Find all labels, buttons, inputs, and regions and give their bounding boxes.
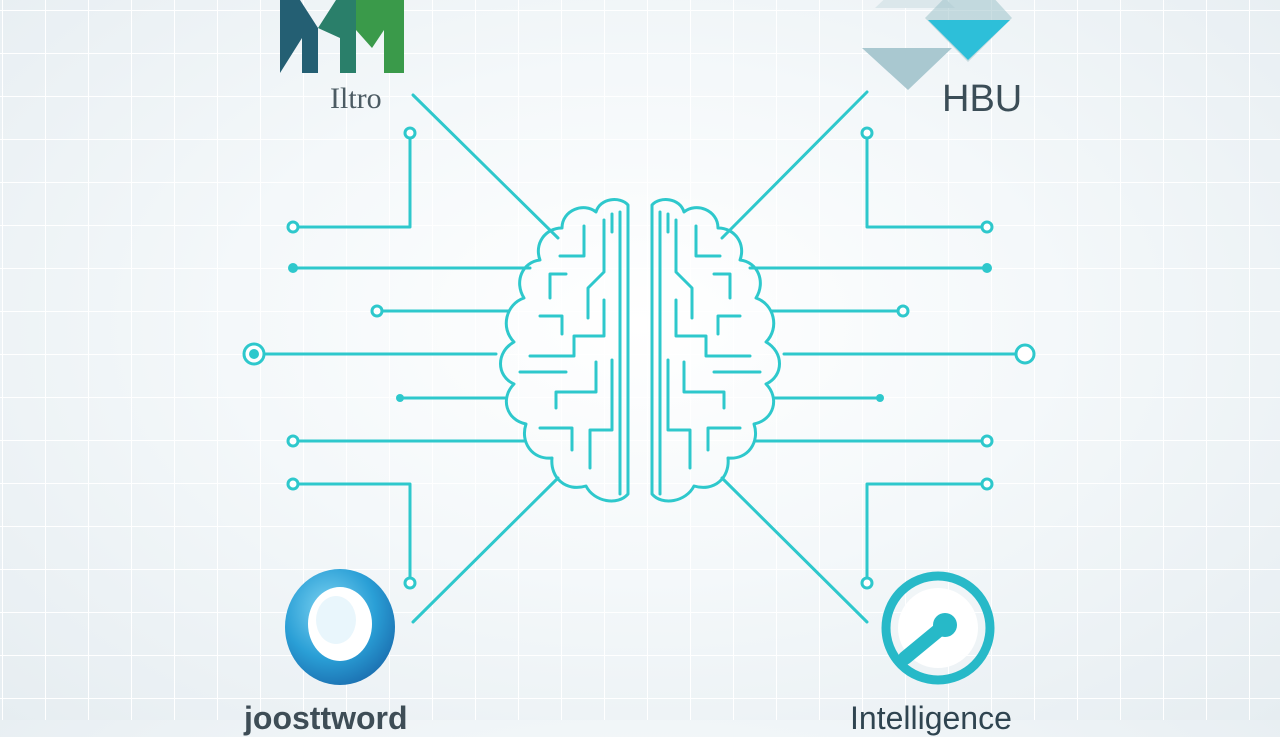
bottom-right-logo-text: Intelligence [850, 700, 1012, 736]
circuit-filled-nodes [249, 263, 992, 402]
node [980, 434, 994, 448]
circuit-nodes [242, 126, 1036, 590]
wheel-logo-icon [881, 571, 995, 685]
diamond-logo-icon [862, 0, 1012, 90]
node [980, 477, 994, 491]
bottom-left-logo-text: joosttword [244, 700, 408, 736]
node [860, 126, 874, 140]
circuit-traces [252, 90, 1027, 624]
node [1014, 343, 1036, 365]
node [286, 434, 300, 448]
node [288, 263, 298, 273]
node [286, 477, 300, 491]
grid-background [0, 0, 1280, 720]
top-right-logo-text: HBU [942, 78, 1023, 120]
node [286, 220, 300, 234]
node [370, 304, 384, 318]
ring-logo-icon [285, 569, 395, 685]
node [403, 126, 417, 140]
diagram-canvas [242, 0, 1036, 685]
m-logo-icon [280, 0, 404, 73]
node [982, 263, 992, 273]
node [403, 576, 417, 590]
node [396, 394, 404, 402]
node [876, 394, 884, 402]
node [896, 304, 910, 318]
circuit-brain-icon [499, 198, 781, 503]
top-left-logo-text: Iltro [330, 82, 382, 115]
node [980, 220, 994, 234]
node [860, 576, 874, 590]
